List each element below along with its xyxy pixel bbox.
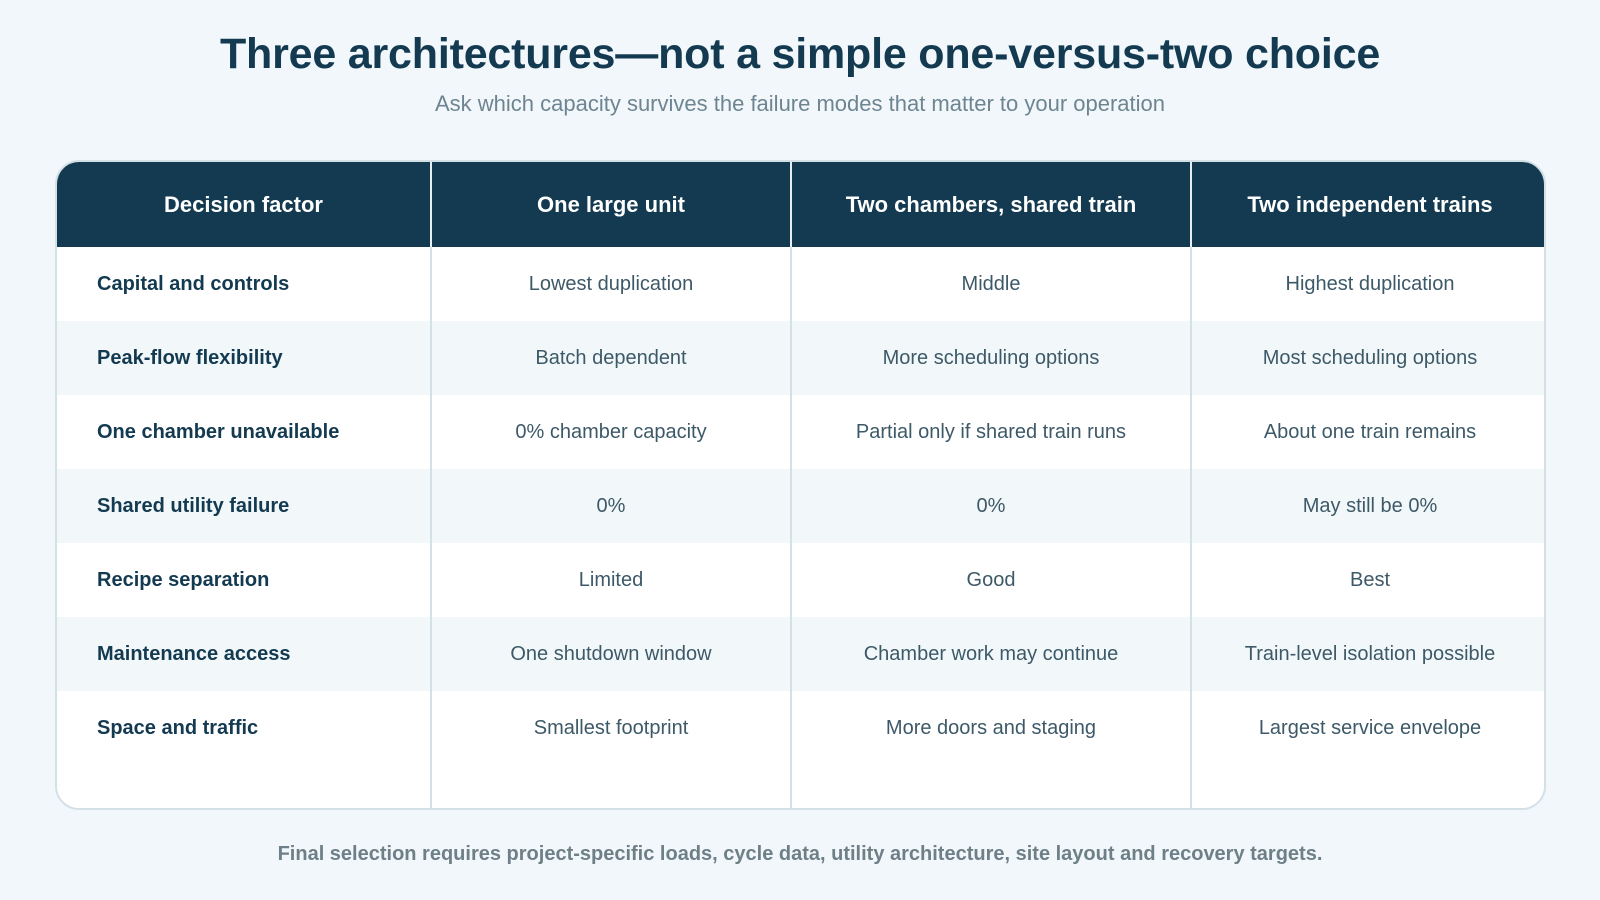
table-cell: Train-level isolation possible	[1190, 617, 1544, 691]
table-cell: Best	[1190, 543, 1544, 617]
empty-cell	[57, 765, 431, 808]
row-label: Peak-flow flexibility	[57, 321, 431, 395]
empty-cell	[1190, 765, 1544, 808]
table-row: Capital and controls Lowest duplication …	[57, 247, 1544, 321]
table-row: Space and traffic Smallest footprint Mor…	[57, 691, 1544, 765]
empty-cell	[790, 765, 1191, 808]
row-label: Space and traffic	[97, 716, 259, 739]
table-row: Recipe separation Limited Good Best	[57, 543, 1544, 617]
table-cell: 0%	[430, 469, 791, 543]
footnote: Final selection requires project-specifi…	[277, 843, 1323, 865]
table-cell: Batch dependent	[430, 321, 791, 395]
empty-cell	[430, 765, 791, 808]
table-cell: About one train remains	[1190, 395, 1544, 469]
page-title: Three architectures—not a simple one-ver…	[219, 30, 1381, 78]
comparison-table-card: Decision factor One large unit Two chamb…	[55, 160, 1546, 810]
row-label: Maintenance access	[57, 617, 431, 691]
column-header-one-large-unit: One large unit	[430, 162, 791, 247]
row-label: Shared utility failure	[57, 469, 431, 543]
table-header-row: Decision factor One large unit Two chamb…	[57, 162, 1544, 247]
table-cell: 0%	[790, 469, 1191, 543]
table-cell: May still be 0%	[1190, 469, 1544, 543]
row-label: One chamber unavailable	[97, 420, 340, 443]
table-row: Maintenance access One shutdown window C…	[57, 617, 1544, 691]
table-cell: Lowest duplication	[430, 247, 791, 321]
comparison-table: Decision factor One large unit Two chamb…	[57, 162, 1544, 808]
table-row: Shared utility failure 0% 0% May still b…	[57, 469, 1544, 543]
table-cell: Most scheduling options	[1190, 321, 1544, 395]
row-label: Recipe separation	[97, 568, 270, 591]
table-cell: Chamber work may continue	[790, 617, 1191, 691]
table-cell: Highest duplication	[1190, 247, 1544, 321]
column-header-decision-factor: Decision factor	[57, 162, 431, 247]
table-cell: Good	[790, 543, 1191, 617]
table-cell: 0% chamber capacity	[430, 395, 791, 469]
table-cell: Middle	[790, 247, 1191, 321]
table-cell: Largest service envelope	[1190, 691, 1544, 765]
table-cell: More doors and staging	[790, 691, 1191, 765]
table-cell: Partial only if shared train runs	[790, 395, 1191, 469]
table-cell: One shutdown window	[430, 617, 791, 691]
table-row: Peak-flow flexibility Batch dependent Mo…	[57, 321, 1544, 395]
column-header-two-chambers: Two chambers, shared train	[790, 162, 1191, 247]
table-cell: More scheduling options	[790, 321, 1191, 395]
table-row: One chamber unavailable 0% chamber capac…	[57, 395, 1544, 469]
table-cell: Limited	[430, 543, 791, 617]
page-subtitle: Ask which capacity survives the failure …	[434, 91, 1165, 116]
table-filler-row	[57, 765, 1544, 808]
table-cell: Smallest footprint	[430, 691, 791, 765]
row-label: Capital and controls	[97, 272, 290, 295]
column-header-two-trains: Two independent trains	[1190, 162, 1544, 247]
